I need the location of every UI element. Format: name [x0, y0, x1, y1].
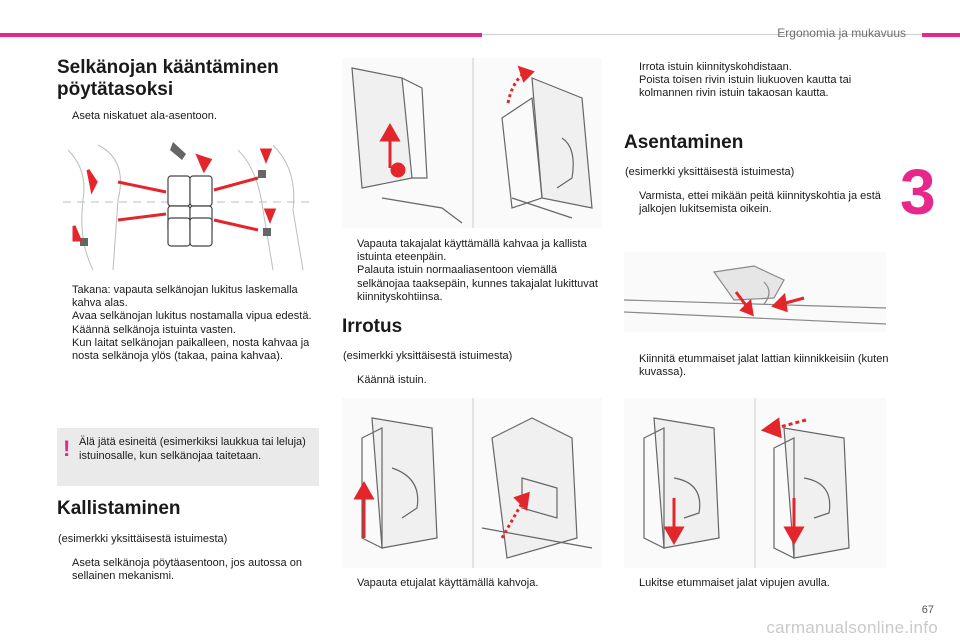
- instruction-list-rear-feet: Vapauta takajalat käyttämällä kahvaa ja …: [343, 238, 605, 304]
- section-title: Ergonomia ja mukavuus: [777, 26, 906, 40]
- figure-rear-feet-release: [342, 58, 602, 228]
- list-item: Palauta istuin normaaliasentoon viemällä…: [357, 264, 598, 303]
- heading-line-2: pöytätasoksi: [57, 79, 174, 100]
- list-item: Avaa selkänojan lukitus nostamalla vipua…: [72, 310, 312, 323]
- list-item: Kun laitat selkänojan paikalleen, nosta …: [72, 336, 310, 363]
- figure-backrest-release: [58, 130, 318, 278]
- watermark: carmanualsonline.info: [766, 618, 938, 637]
- instruction-lock-front-feet: Lukitse etummaiset jalat vipujen avulla.: [639, 577, 830, 589]
- page-number: 67: [921, 604, 934, 616]
- instruction-turn-seat: Käännä istuin.: [357, 374, 427, 386]
- chapter-number: 3: [900, 156, 936, 228]
- section-heading-removal: Irrotus: [342, 316, 403, 337]
- warning-box: ! Älä jätä esineitä (esimerkiksi laukkua…: [57, 428, 319, 486]
- instruction-list-detach: Irrota istuin kiinnityskohdistaan. Poist…: [625, 61, 890, 101]
- example-note: (esimerkki yksittäisestä istuimesta): [58, 533, 228, 545]
- section-heading-folding: Selkänojan kääntäminen pöytätasoksi: [57, 57, 317, 101]
- example-note: (esimerkki yksittäisestä istuimesta): [625, 166, 795, 178]
- instruction-attach-front-feet: Kiinnitä etummaiset jalat lattian kiinni…: [639, 353, 889, 379]
- instruction-check-anchors: Varmista, ettei mikään peitä kiinnitysko…: [639, 190, 881, 216]
- warning-icon: !: [63, 436, 71, 461]
- section-heading-installation: Asentaminen: [624, 132, 744, 153]
- list-item: Irrota istuin kiinnityskohdistaan.: [639, 61, 792, 73]
- figure-floor-anchors: [624, 252, 886, 332]
- instruction-release-front-feet: Vapauta etujalat käyttämällä kahvoja.: [357, 577, 539, 589]
- list-item: Takana: vapauta selkänojan lukitus laske…: [72, 284, 298, 310]
- instruction-headrests: Aseta niskatuet ala-asentoon.: [72, 110, 217, 122]
- figure-front-feet-release: [342, 398, 602, 568]
- heading-line-1: Selkänojan kääntäminen: [57, 57, 279, 78]
- instruction-tilt: Aseta selkänoja pöytäasentoon, jos autos…: [72, 557, 302, 583]
- section-heading-tilting: Kallistaminen: [57, 498, 181, 519]
- header-accent-bar: [0, 33, 482, 37]
- figure-lock-front-feet: [624, 398, 886, 568]
- list-item: Vapauta takajalat käyttämällä kahvaa ja …: [357, 238, 587, 264]
- list-item: Poista toisen rivin istuin liukuoven kau…: [639, 74, 852, 100]
- warning-text: Älä jätä esineitä (esimerkiksi laukkua t…: [79, 436, 306, 462]
- list-item: Käännä selkänoja istuinta vasten.: [72, 323, 236, 336]
- header-rule: [482, 34, 922, 35]
- example-note: (esimerkki yksittäisestä istuimesta): [343, 350, 513, 362]
- chapter-accent-bar: [922, 33, 960, 37]
- instruction-list-folding: Takana: vapauta selkänojan lukitus laske…: [58, 284, 320, 363]
